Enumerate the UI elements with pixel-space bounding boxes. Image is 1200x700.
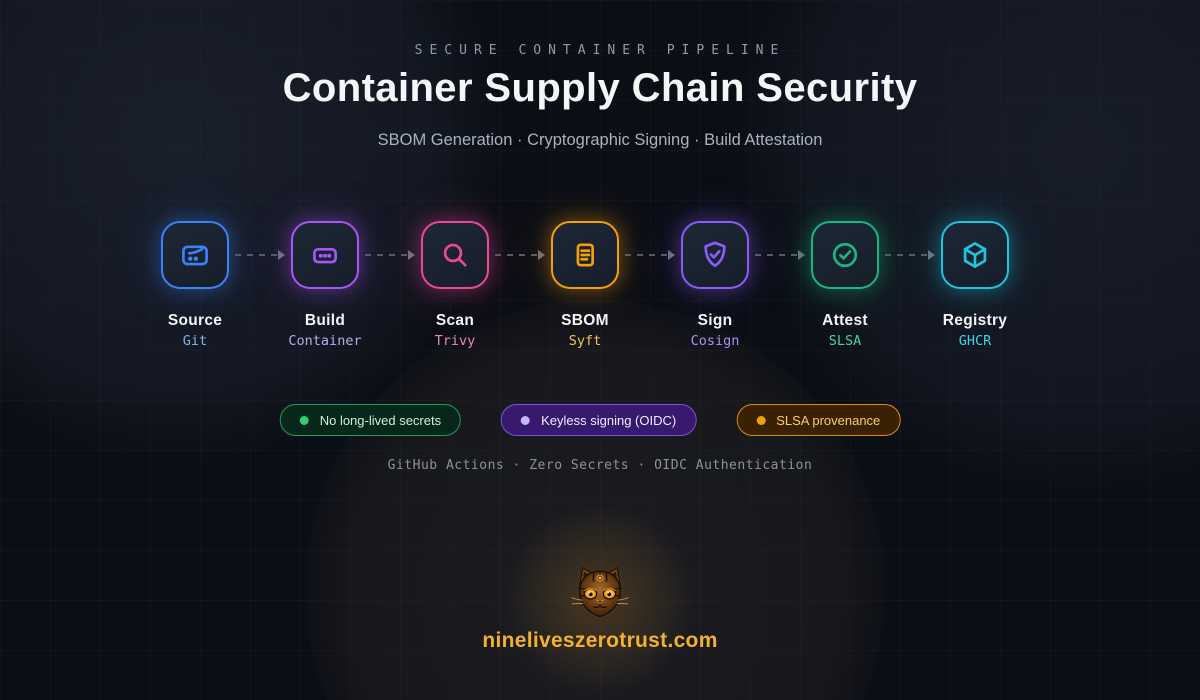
- stage-tool-label: Trivy: [434, 333, 476, 349]
- stage-icon-box: [291, 221, 359, 289]
- shield-check-icon: [704, 241, 726, 268]
- pipeline-stage-source: Source Git: [161, 221, 229, 349]
- pipeline-arrow: [489, 221, 551, 289]
- document-icon: [576, 243, 594, 267]
- stage-label: Registry: [942, 312, 1008, 329]
- badge-dot: [299, 415, 309, 425]
- pipeline-arrow: [619, 221, 681, 289]
- stage-label: Scan: [435, 312, 475, 329]
- stage-tool-label: SLSA: [828, 333, 862, 349]
- badge-no-secrets: No long-lived secrets: [279, 404, 462, 436]
- pipeline-stage-registry: Registry GHCR: [941, 221, 1009, 349]
- stage-label: SBOM: [561, 312, 609, 329]
- tagline-text: GitHub Actions · Zero Secrets · OIDC Aut…: [387, 458, 813, 473]
- stage-icon-box: [551, 221, 619, 289]
- stage-icon-box: [681, 221, 749, 289]
- badge-keyless-signing: Keyless signing (OIDC): [501, 404, 697, 436]
- kicker-text: SECURE CONTAINER PIPELINE: [414, 43, 786, 58]
- stage-label: Source: [167, 312, 223, 329]
- pipeline-arrow: [749, 221, 811, 289]
- stage-icon-box: [161, 221, 229, 289]
- search-icon: [443, 243, 467, 267]
- pipeline-arrow: [879, 221, 941, 289]
- badge-label: SLSA provenance: [776, 412, 881, 428]
- stage-tool-label: Cosign: [690, 333, 740, 349]
- stage-label: Build: [304, 312, 346, 329]
- pipeline-stage-attest: Attest SLSA: [811, 221, 879, 349]
- pipeline-row: Source Git Build Container: [161, 221, 1009, 349]
- git-commit-icon: [182, 245, 208, 266]
- badge-dot: [756, 415, 766, 425]
- stage-label: Sign: [697, 312, 733, 329]
- badge-label: No long-lived secrets: [319, 412, 442, 428]
- pipeline-arrow: [359, 221, 421, 289]
- pipeline-stage-sign: Sign Cosign: [681, 221, 749, 349]
- cat-logo: [570, 564, 630, 627]
- stage-icon-box: [421, 221, 489, 289]
- stage-icon-box: [941, 221, 1009, 289]
- pipeline-stage-build: Build Container: [288, 221, 362, 349]
- check-circle-icon: [832, 242, 858, 268]
- container-icon: [313, 247, 337, 264]
- cube-icon: [963, 242, 987, 268]
- page-subtitle: SBOM Generation · Cryptographic Signing …: [377, 131, 823, 149]
- domain-link[interactable]: nineliveszerotrust.com: [482, 629, 718, 652]
- badge-dot: [521, 415, 531, 425]
- badges-row: No long-lived secrets Keyless signing (O…: [279, 404, 901, 436]
- pipeline-stage-scan: Scan Trivy: [421, 221, 489, 349]
- pipeline-stage-sbom: SBOM Syft: [551, 221, 619, 349]
- badge-label: Keyless signing (OIDC): [541, 412, 677, 428]
- stage-tool-label: Git: [182, 333, 208, 349]
- badge-slsa-provenance: SLSA provenance: [736, 404, 901, 436]
- page-title: Container Supply Chain Security: [282, 66, 918, 110]
- stage-label: Attest: [822, 312, 868, 329]
- stage-tool-label: GHCR: [958, 333, 992, 349]
- stage-tool-label: Container: [288, 333, 362, 349]
- stage-tool-label: Syft: [568, 333, 602, 349]
- stage-icon-box: [811, 221, 879, 289]
- pipeline-arrow: [229, 221, 291, 289]
